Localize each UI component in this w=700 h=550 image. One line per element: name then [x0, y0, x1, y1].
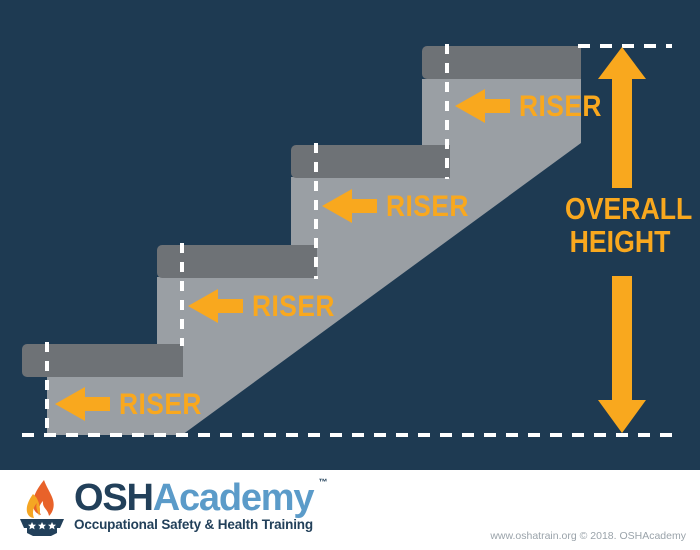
logo-word-academy: Academy — [152, 477, 315, 519]
footer: OSHAcademy ™ Occupational Safety & Healt… — [0, 470, 700, 550]
overall-height-label: OVERALL HEIGHT — [556, 191, 693, 260]
logo-wordmark: OSHAcademy ™ — [74, 477, 328, 519]
oshacademy-logo: OSHAcademy ™ Occupational Safety & Healt… — [14, 477, 328, 536]
logo-word-osh: OSH — [74, 477, 154, 519]
stair-tread-1-square-right — [70, 344, 183, 377]
logo-text-block: OSHAcademy ™ Occupational Safety & Healt… — [74, 477, 328, 533]
riser-label-1: RISER — [119, 388, 202, 421]
riser-arrow-2 — [188, 289, 243, 323]
flame-torch-icon — [20, 480, 64, 536]
trademark-symbol: ™ — [318, 477, 328, 487]
overall-height-line-1: OVERALL — [564, 191, 693, 226]
overall-height-arrow — [598, 47, 646, 433]
riser-label-4: RISER — [519, 90, 602, 123]
riser-label-2: RISER — [252, 290, 335, 323]
overall-height-line-2: HEIGHT — [569, 224, 671, 260]
stair-tread-3-square-right — [339, 145, 450, 178]
logo-tagline: Occupational Safety & Health Training — [74, 517, 313, 533]
diagram-canvas: RISER RISER RISER RISER OVERALL HEIGHT — [0, 0, 700, 470]
riser-arrow-3 — [322, 189, 377, 223]
stair-diagram-svg — [22, 44, 672, 437]
stair-tread-2-square-right — [205, 245, 317, 278]
riser-label-3: RISER — [386, 190, 469, 223]
copyright-text: www.oshatrain.org © 2018. OSHAcademy — [490, 530, 686, 542]
stair-tread-4-square-right — [470, 46, 581, 79]
riser-arrow-1 — [55, 387, 110, 421]
riser-arrow-4 — [455, 89, 510, 123]
